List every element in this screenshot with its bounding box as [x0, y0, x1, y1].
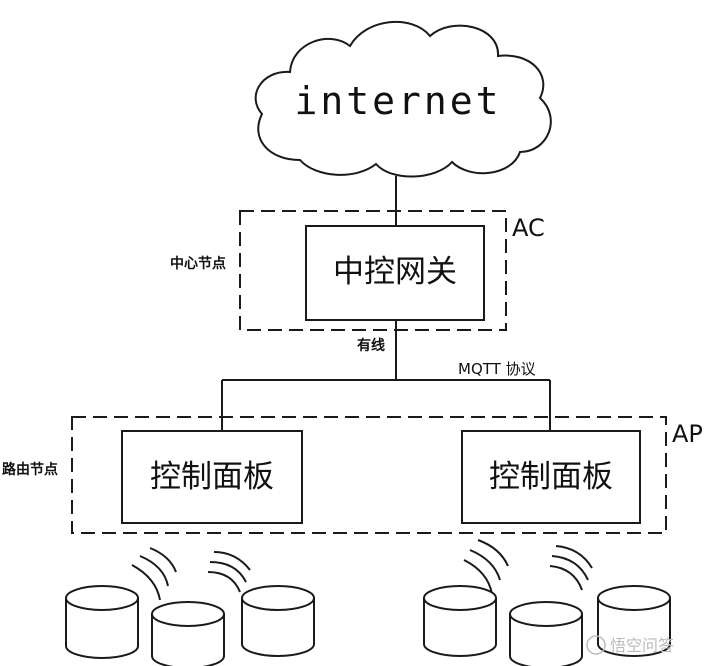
watermark: 悟空问答: [586, 635, 674, 655]
device-cylinder: [241, 585, 315, 657]
internet-label: internet: [294, 79, 501, 123]
ac-zone-side-label: 中心节点: [170, 255, 226, 272]
device-cylinder: [509, 601, 583, 666]
control-panel-label-right: 控制面板: [489, 459, 613, 495]
control-panel-label-left: 控制面板: [150, 459, 274, 495]
ac-zone-tag: AC: [512, 214, 545, 242]
device-cylinder: [597, 585, 671, 657]
control-panel-box-left: [121, 430, 303, 524]
watermark-logo-icon: [586, 635, 606, 655]
protocol-label: MQTT 协议: [458, 360, 536, 378]
gateway-box: [305, 225, 485, 321]
wired-label: 有线: [357, 337, 385, 354]
watermark-text: 悟空问答: [610, 636, 674, 655]
device-cylinder: [423, 585, 497, 657]
wireless-waves-left: [131, 547, 251, 601]
ac-zone-border: [239, 210, 507, 331]
internet-cloud: internet: [254, 20, 552, 178]
wireless-waves-right: [463, 539, 593, 595]
ap-zone-border: [71, 416, 667, 534]
ap-zone-side-label: 路由节点: [2, 461, 58, 478]
ap-zone-tag: AP: [672, 420, 703, 448]
control-panel-box-right: [461, 430, 641, 524]
device-cylinder: [151, 601, 225, 666]
device-cylinder: [65, 585, 139, 659]
gateway-label: 中控网关: [333, 254, 457, 290]
